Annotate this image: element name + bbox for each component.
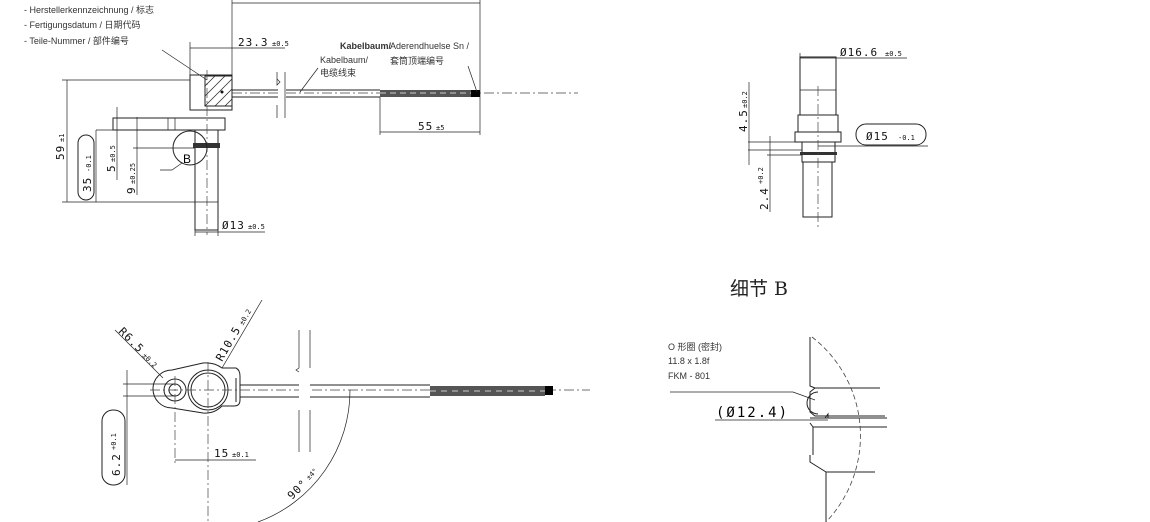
dim-59: 59	[54, 145, 67, 160]
dim-35: 35	[81, 177, 94, 192]
dim-angle: 90°	[285, 477, 310, 502]
dim-dia-13-tol: ±0.5	[248, 223, 265, 231]
note-production-date: - Fertigungsdatum / 日期代码	[24, 20, 141, 30]
dim-55-tol: ±5	[436, 124, 444, 132]
cable-label-2: Kabelbaum/	[320, 55, 369, 65]
dim-6-2: 6.2	[110, 453, 123, 476]
flange	[112, 117, 226, 131]
dim-6-2-tol: +0.1	[110, 433, 118, 450]
note-part-number: - Teile-Nummer / 部件编号	[24, 35, 129, 46]
note-manufacturer-mark: - Herstellerkennzeichnung / 标志	[24, 4, 154, 15]
dim-angle-tol: ±4°	[305, 467, 320, 482]
dim-2-4-tol: +0.2	[757, 167, 765, 184]
ferrule-label-1: Aderendhuelse Sn /	[390, 41, 470, 51]
detail-b-view: 细节 B O 形圈 (密封) 11.8 x 1.8f FKM - 801 (Ø1…	[668, 278, 887, 522]
cable-label-1: Kabelbaum/	[340, 41, 392, 51]
dim-5: 5	[105, 164, 118, 172]
dim-9: 9	[125, 186, 138, 194]
angle-arc	[257, 389, 351, 522]
ferrule-label-2: 套筒顶端编号	[390, 55, 444, 66]
side-view: - Herstellerkennzeichnung / 标志 - Fertigu…	[24, 0, 578, 236]
dim-55: 55	[418, 120, 433, 133]
ferrule	[545, 386, 553, 395]
dim-dia-15: Ø15	[866, 130, 889, 143]
o-ring	[800, 152, 837, 155]
oring-spec-3: FKM - 801	[668, 371, 710, 381]
sensor-body	[194, 129, 219, 231]
marking-notes: - Herstellerkennzeichnung / 标志 - Fertigu…	[24, 4, 154, 46]
dim-35-tol: -0.1	[85, 155, 93, 172]
cable-label-3: 电缆线束	[320, 67, 356, 78]
marking-area	[204, 75, 233, 107]
dim-r6-5: R6.5	[116, 325, 147, 356]
dim-dia-16-6-tol: ±0.5	[885, 50, 902, 58]
critical-dim-badge-6-2	[101, 409, 126, 486]
oring-spec-1: O 形圈 (密封)	[668, 341, 722, 352]
detail-b-title: 细节 B	[730, 278, 788, 300]
dim-23-3: 23.3	[238, 36, 269, 49]
dim-9-tol: ±0.25	[129, 163, 137, 184]
oring-spec-2: 11.8 x 1.8f	[668, 356, 710, 366]
dim-2-4: 2.4	[758, 187, 771, 210]
detail-b-label: B	[183, 152, 191, 166]
dim-dia-16-6: Ø16.6	[840, 46, 878, 59]
ferrule	[471, 90, 480, 97]
front-view: Ø16.6 ±0.5 Ø15 -0.1 4.5 ±0.2 2.4 +0.2	[737, 46, 928, 227]
dim-dia-13: Ø13	[222, 219, 245, 232]
dim-23-3-tol: ±0.5	[272, 40, 289, 48]
dim-4-5-tol: ±0.2	[741, 91, 749, 108]
dim-59-tol: ±1	[58, 134, 66, 142]
top-view: R6.5 ±0.2 R10.5 ±0.2 6.2 +0.1 15 ±0.1 90…	[101, 299, 590, 522]
critical-dim-badge-35	[77, 134, 95, 201]
dim-dia-15-tol: -0.1	[898, 134, 915, 142]
dim-r6-5-tol: ±0.2	[141, 352, 159, 370]
dim-4-5: 4.5	[737, 109, 750, 132]
dim-dia-12-4: (Ø12.4)	[716, 405, 789, 421]
dim-r10-5-tol: ±0.2	[238, 308, 253, 327]
dim-5-tol: ±0.5	[109, 145, 117, 162]
dim-15: 15	[214, 447, 229, 460]
dim-15-tol: ±0.1	[232, 451, 249, 459]
critical-dim-badge-15	[855, 123, 927, 146]
